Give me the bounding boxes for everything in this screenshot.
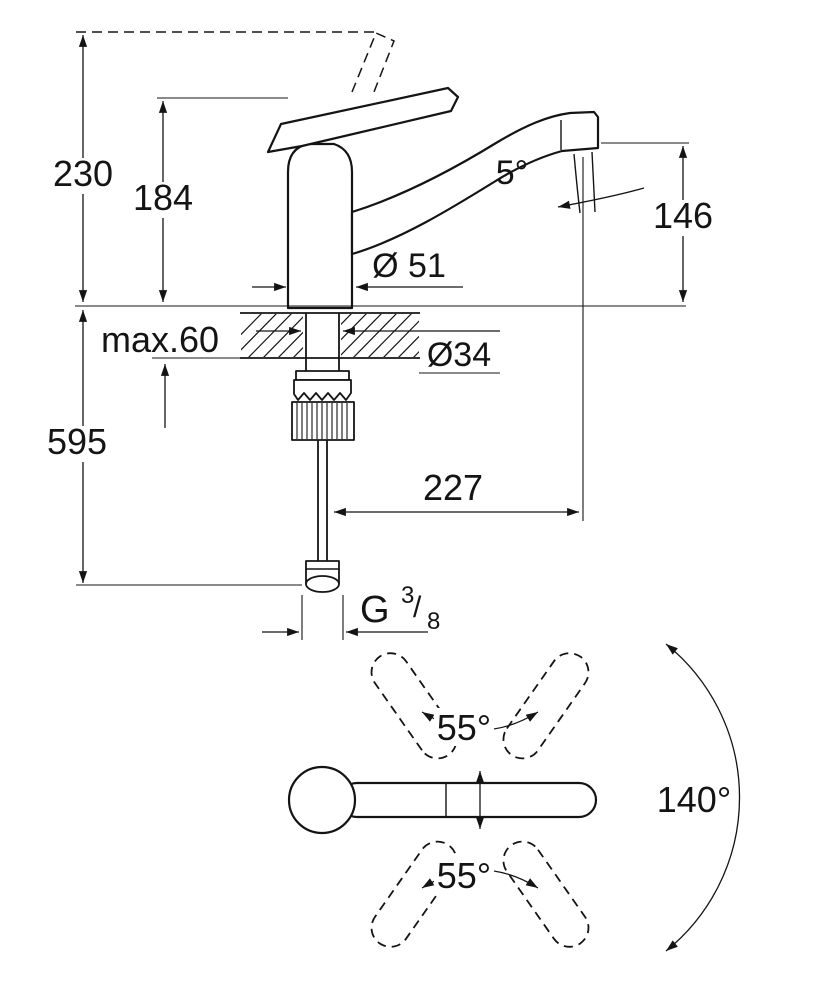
- dim-label-dia34: Ø34: [427, 336, 491, 374]
- dim-label-230: 230: [53, 153, 113, 194]
- under-deck-assembly: [291, 313, 355, 593]
- faucet-top-view: 55° 55° 140°: [287, 643, 741, 952]
- thread-label-denominator: 8: [427, 608, 440, 635]
- swivel-total-arc: [665, 643, 741, 952]
- dim-label-dia51: Ø 51: [372, 247, 446, 285]
- stream-angle-arc: [557, 187, 645, 209]
- lever-position-upper-right: [502, 652, 590, 760]
- label-backgrounds: [45, 158, 715, 462]
- thread-label-g: G: [360, 589, 390, 631]
- dim-label-max60: max.60: [101, 319, 219, 360]
- thread-label-g38: G 3 / 8: [360, 582, 440, 635]
- reference-lines: [75, 31, 689, 640]
- threaded-collar: [291, 401, 355, 441]
- swivel-lower-label: 55°: [437, 855, 491, 896]
- thread-label-slash: /: [413, 591, 422, 624]
- lever-position-lower-left: [370, 840, 458, 948]
- thread-lines: [296, 403, 348, 439]
- deck-hatching: [241, 314, 419, 357]
- supply-tube: [317, 440, 328, 561]
- lever-raised-outline: [351, 32, 395, 98]
- lever-position-lower-right: [502, 840, 590, 948]
- water-stream: [573, 151, 596, 214]
- dim-label-595: 595: [47, 421, 107, 462]
- mounting-deck: [240, 312, 420, 359]
- mounting-nut: [293, 379, 352, 401]
- shank-tube: [305, 313, 340, 371]
- faucet-side-view: [266, 32, 600, 310]
- dim-label-227: 227: [423, 467, 483, 508]
- swivel-total-label: 140°: [657, 779, 731, 820]
- faucet-spout: [350, 110, 600, 256]
- lever-top-view: [338, 781, 598, 819]
- swivel-upper-label: 55°: [437, 707, 491, 748]
- dim-label-146: 146: [653, 195, 713, 236]
- shank-flange: [295, 370, 350, 381]
- faucet-body: [286, 142, 354, 310]
- lever-knob: [287, 765, 357, 835]
- connector-end: [305, 575, 340, 593]
- dim-label-184: 184: [133, 177, 193, 218]
- faucet-lever: [266, 86, 460, 154]
- dim-label-5deg: 5°: [496, 154, 529, 192]
- thread-label-numerator: 3: [401, 582, 414, 609]
- lever-position-upper-left: [370, 652, 458, 760]
